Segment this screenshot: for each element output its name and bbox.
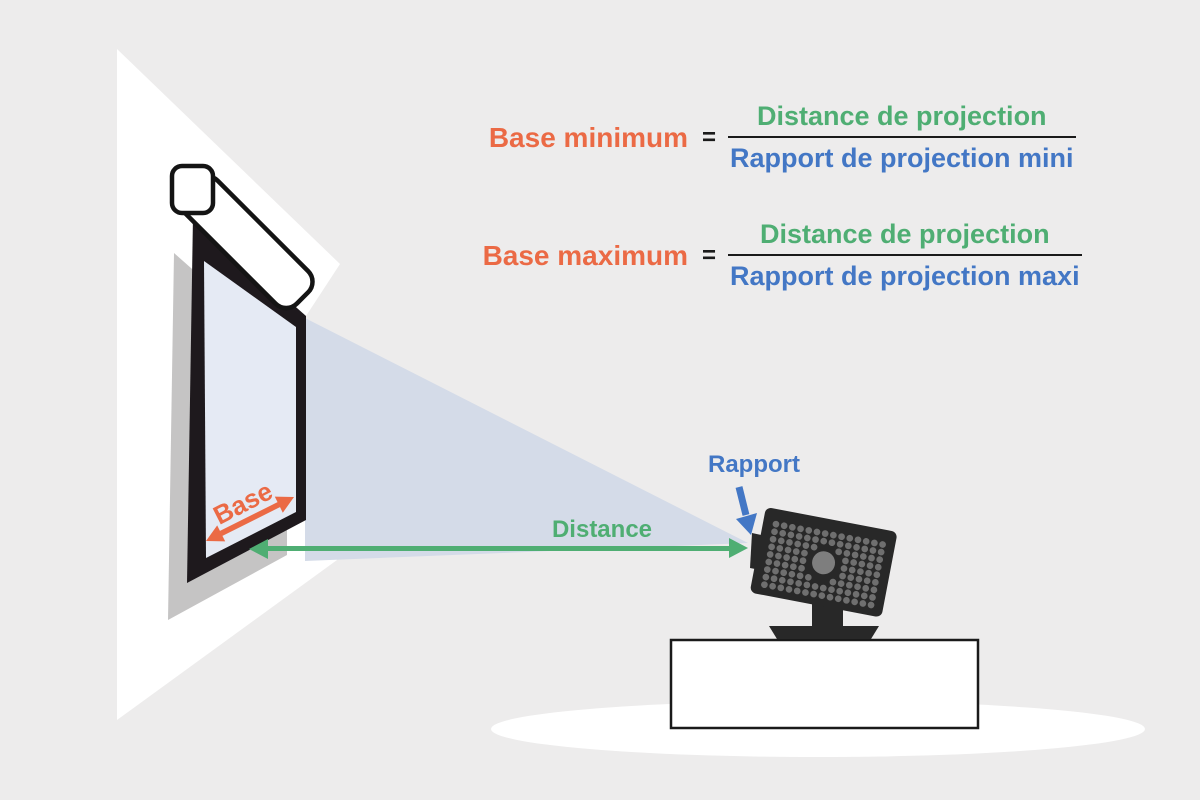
equals-sign: =: [702, 241, 717, 269]
fraction: Distance de projection Rapport de projec…: [728, 219, 1082, 292]
roller-end-cap: [169, 163, 216, 216]
formula-label: Base minimum: [488, 121, 688, 153]
rapport-arrow: [735, 486, 757, 535]
fraction-denominator: Rapport de projection maxi: [728, 254, 1082, 292]
projector-vent-dots: [761, 520, 886, 609]
fraction: Distance de projection Rapport de projec…: [728, 101, 1076, 174]
formula-base-maximum: Base maximum = Distance de projection Ra…: [458, 219, 1082, 292]
projector-stand-foot: [769, 626, 879, 639]
fraction-numerator: Distance de projection: [760, 219, 1050, 249]
projector-body: [750, 508, 897, 617]
projection-beam: [305, 318, 748, 561]
fraction-numerator: Distance de projection: [756, 101, 1047, 131]
rapport-label: Rapport: [708, 451, 800, 478]
table: [669, 638, 980, 730]
formula-label: Base maximum: [482, 239, 688, 271]
fraction-denominator: Rapport de projection mini: [728, 136, 1076, 174]
equals-sign: =: [702, 123, 717, 151]
distance-arrow: [249, 538, 748, 559]
screen-surface: [204, 261, 296, 558]
formula-base-minimum: Base minimum = Distance de projection Ra…: [458, 101, 1076, 174]
distance-label: Distance: [552, 516, 652, 543]
projector-lens-circle: [812, 551, 836, 575]
base-arrow: [206, 496, 294, 542]
